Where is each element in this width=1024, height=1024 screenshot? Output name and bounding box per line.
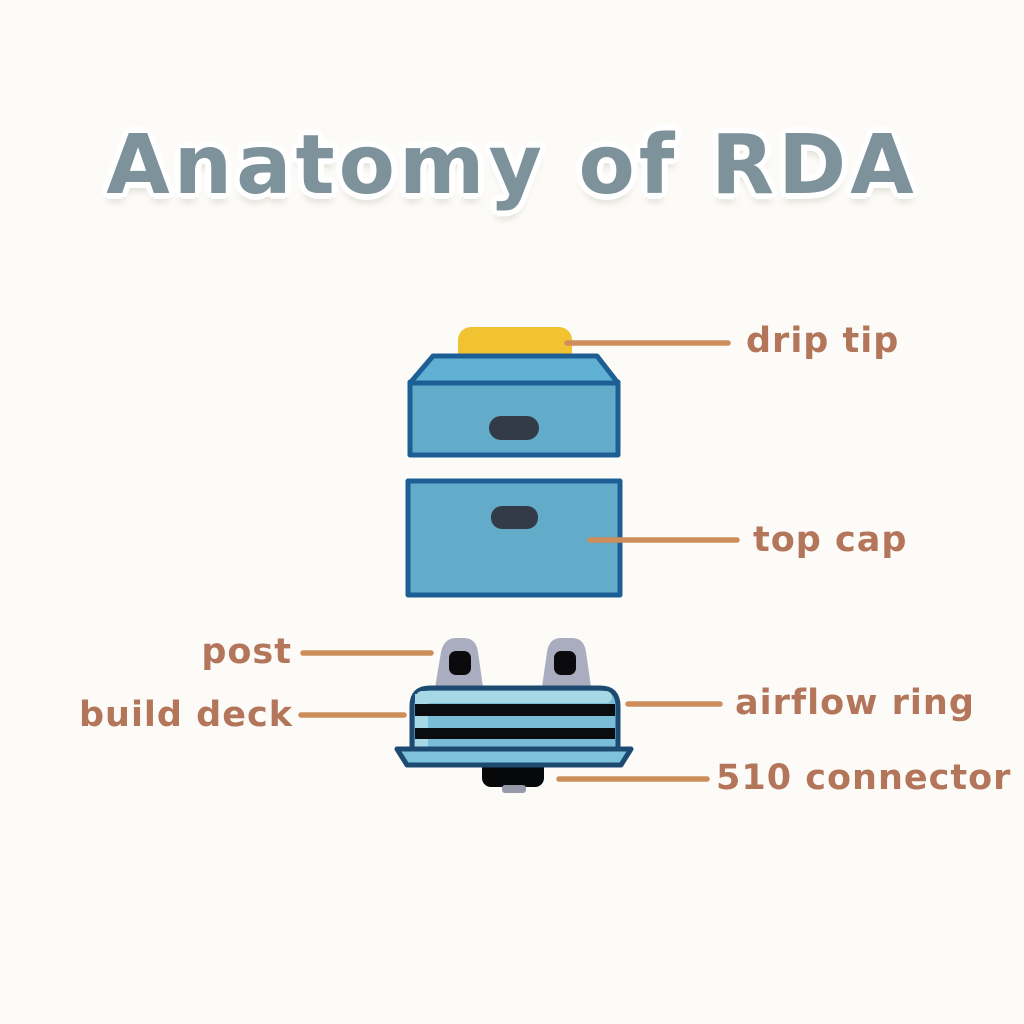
post-left-hole xyxy=(449,651,471,675)
top-cap-upper-slot xyxy=(489,416,539,440)
top-cap-upper-top-face xyxy=(407,353,621,386)
airflow-ring-stripe-lower xyxy=(415,728,615,739)
build-deck-flange xyxy=(394,746,634,768)
post-right-hole xyxy=(554,651,576,675)
label-post: post xyxy=(201,632,292,672)
page-title: Anatomy of RDA xyxy=(106,118,918,213)
label-airflow-ring: airflow ring xyxy=(735,683,975,723)
airflow-ring-stripe-upper xyxy=(415,704,615,716)
label-510-connector: 510 connector xyxy=(716,758,1012,798)
connector-510-pin xyxy=(502,785,526,793)
build-deck-highlight-left xyxy=(415,694,428,749)
label-build-deck: build deck xyxy=(78,695,293,735)
label-drip-tip: drip tip xyxy=(746,321,900,361)
top-cap-slot xyxy=(491,506,538,529)
label-top-cap: top cap xyxy=(753,520,908,560)
build-deck-highlight-top xyxy=(416,691,612,703)
